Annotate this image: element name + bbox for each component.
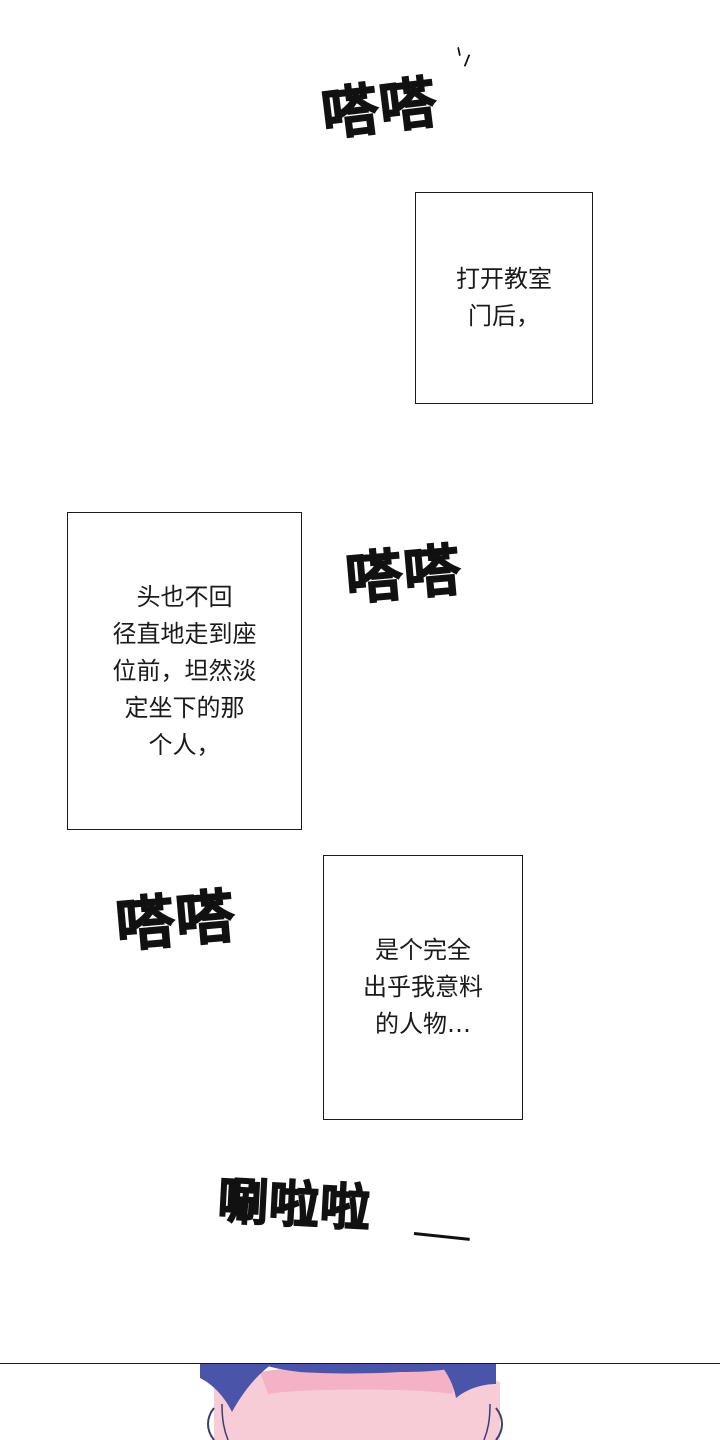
sfx-trailing-dash <box>413 1232 470 1241</box>
sfx-knock-lower: 嗒嗒 <box>113 881 240 961</box>
caption-text: 打开教室 门后， <box>456 265 552 330</box>
caption-text: 是个完全 出乎我意料 的人物… <box>363 936 483 1038</box>
caption-box-open-door: 打开教室 门后， <box>415 192 593 404</box>
caption-box-unexpected-person: 是个完全 出乎我意料 的人物… <box>323 855 523 1120</box>
sfx-knock-top: 嗒嗒 <box>318 69 443 149</box>
character-head-illustration <box>200 1364 503 1440</box>
panel-character-head <box>0 1364 720 1440</box>
sfx-rustle: 唰啦啦 <box>216 1171 373 1238</box>
emphasis-tick <box>463 54 471 67</box>
sfx-knock-middle: 嗒嗒 <box>343 537 466 613</box>
caption-text: 头也不回 径直地走到座 位前，坦然淡 定坐下的那 个人， <box>112 582 257 759</box>
panel-border <box>0 1363 720 1364</box>
caption-box-person-sits: 头也不回 径直地走到座 位前，坦然淡 定坐下的那 个人， <box>67 512 302 830</box>
emphasis-tick <box>457 46 461 57</box>
